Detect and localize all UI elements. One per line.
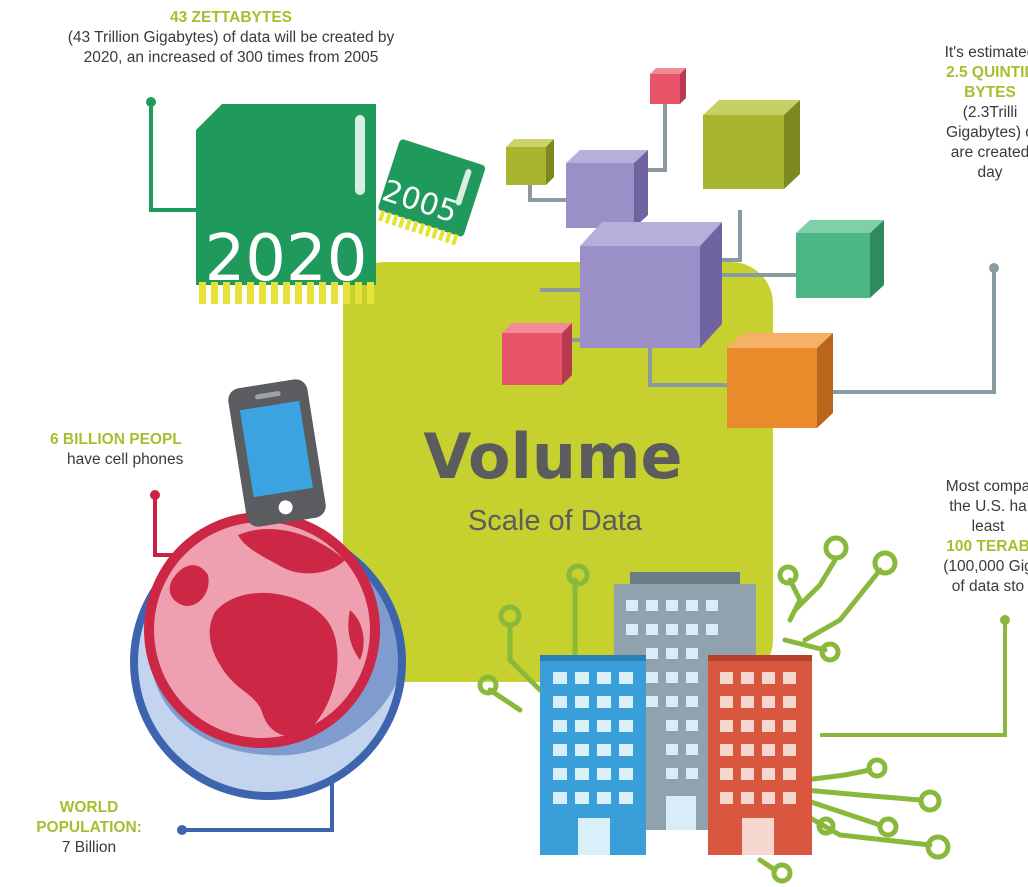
companies-headline: 100 TERAB — [946, 538, 1028, 555]
cube-teal — [796, 220, 884, 298]
companies-line-5: of data sto — [951, 578, 1025, 595]
cube-network — [502, 68, 884, 428]
building-blue — [540, 655, 646, 855]
zettabytes-headline: 43 ZETTABYTES — [169, 9, 292, 26]
cell-phone-icon — [228, 379, 326, 527]
companies-line-4: (100,000 Gig — [943, 558, 1028, 575]
companies-callout: Most compa the U.S. ha least 100 TERAB (… — [900, 477, 1028, 597]
cube-olive-right — [703, 100, 800, 189]
companies-line-1: Most compa — [945, 478, 1028, 495]
volume-subtitle: Scale of Data — [468, 505, 643, 537]
population-headline-2: POPULATION: — [36, 819, 142, 836]
chip-2005: 2005 — [378, 139, 486, 246]
cube-small-red — [650, 68, 686, 104]
quintillion-line-2: (2.3Trilli — [962, 104, 1018, 121]
connector-lines — [146, 97, 1010, 835]
cube-olive-left — [506, 139, 554, 185]
cube-purple-small — [566, 150, 648, 228]
building-red — [708, 655, 812, 855]
cube-red-medium — [502, 323, 572, 385]
population-callout: WORLD POPULATION: 7 Billion — [0, 798, 178, 858]
volume-title: Volume — [423, 420, 682, 493]
phones-headline: 6 BILLION PEOPL — [50, 431, 182, 448]
quintillion-callout: It's estimated 2.5 QUINTIL BYTES (2.3Tri… — [900, 43, 1028, 183]
zettabytes-line-2: 2020, an increased of 300 times from 200… — [83, 49, 379, 66]
circuit-nodes — [477, 535, 951, 884]
phones-callout: 6 BILLION PEOPL have cell phones — [50, 430, 183, 470]
quintillion-line-3: Gigabytes) o — [946, 124, 1028, 141]
companies-line-2: the U.S. ha — [949, 498, 1027, 515]
globe — [130, 512, 406, 800]
chip-2020: 2020 — [196, 104, 376, 304]
quintillion-headline-2: BYTES — [964, 84, 1016, 101]
population-headline-1: WORLD — [59, 799, 119, 816]
zettabytes-line-1: (43 Trillion Gigabytes) of data will be … — [67, 29, 395, 46]
chip-big-label: 2020 — [205, 222, 368, 296]
quintillion-headline-1: 2.5 QUINTIL — [946, 64, 1028, 81]
quintillion-line-5: day — [977, 164, 1003, 181]
quintillion-line-4: are created — [950, 144, 1028, 161]
phones-line-1: have cell phones — [67, 451, 184, 468]
quintillion-line-1: It's estimated — [944, 44, 1028, 61]
cube-purple-large — [580, 222, 722, 348]
cube-orange — [727, 333, 833, 428]
companies-line-3: least — [971, 518, 1005, 535]
population-value: 7 Billion — [61, 839, 117, 856]
zettabytes-callout: 43 ZETTABYTES (43 Trillion Gigabytes) of… — [0, 8, 462, 68]
